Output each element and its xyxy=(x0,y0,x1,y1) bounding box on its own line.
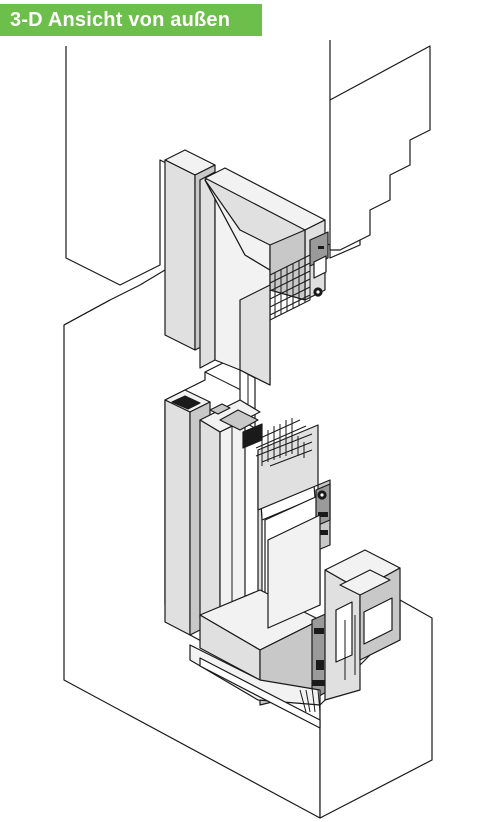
upper-insect-screen xyxy=(269,254,311,321)
view-title-badge: 3-D Ansicht von außen xyxy=(0,4,262,36)
bottom-sill-board xyxy=(189,644,321,729)
upper-masonry xyxy=(65,40,431,286)
upper-frame-profile xyxy=(164,149,329,386)
lower-insect-screen xyxy=(255,418,313,467)
sill-drain-profile xyxy=(324,549,401,701)
lower-frame-profile xyxy=(164,389,331,706)
